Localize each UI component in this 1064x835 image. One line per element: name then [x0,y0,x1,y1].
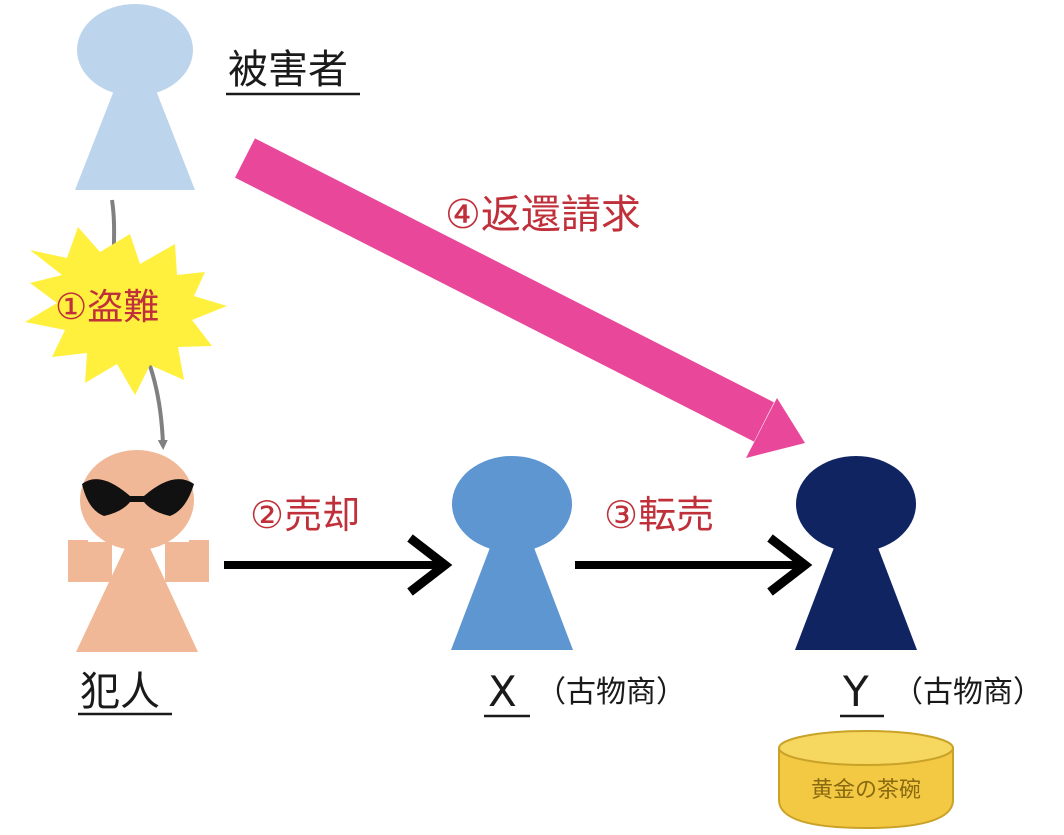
x-label: X [488,667,517,716]
y-head [796,456,916,552]
y-body [795,524,917,650]
step-claim-label: ④返還請求 [445,192,641,238]
x-figure [451,456,573,650]
victim-label: 被害者 [228,47,348,93]
victim-figure [75,4,195,190]
theft-burst-icon [25,227,227,395]
sale-arrow [224,534,453,596]
step-theft-label: ①盗難 [55,287,159,328]
thief-figure [68,450,209,652]
thief-label: 犯人 [80,669,160,715]
thief-left-fist [68,540,88,558]
victim-head [77,4,193,96]
y-label: Y [842,667,869,716]
x-body [451,524,573,650]
step-resale-label: ③転売 [604,493,714,537]
step-sale-label: ②売却 [250,493,360,537]
tea-bowl-label: 黄金の茶碗 [811,778,921,803]
x-suffix: （古物商） [536,675,686,710]
thief-body [76,548,198,652]
thief-right-fist [189,540,209,558]
thief-mask-icon [82,479,194,516]
resale-arrow [575,534,813,596]
claim-arrow [235,138,805,458]
x-head [452,456,572,552]
y-suffix: （古物商） [893,675,1043,710]
victim-body [75,70,195,190]
tea-bowl-icon [778,730,954,830]
y-figure [795,456,917,650]
